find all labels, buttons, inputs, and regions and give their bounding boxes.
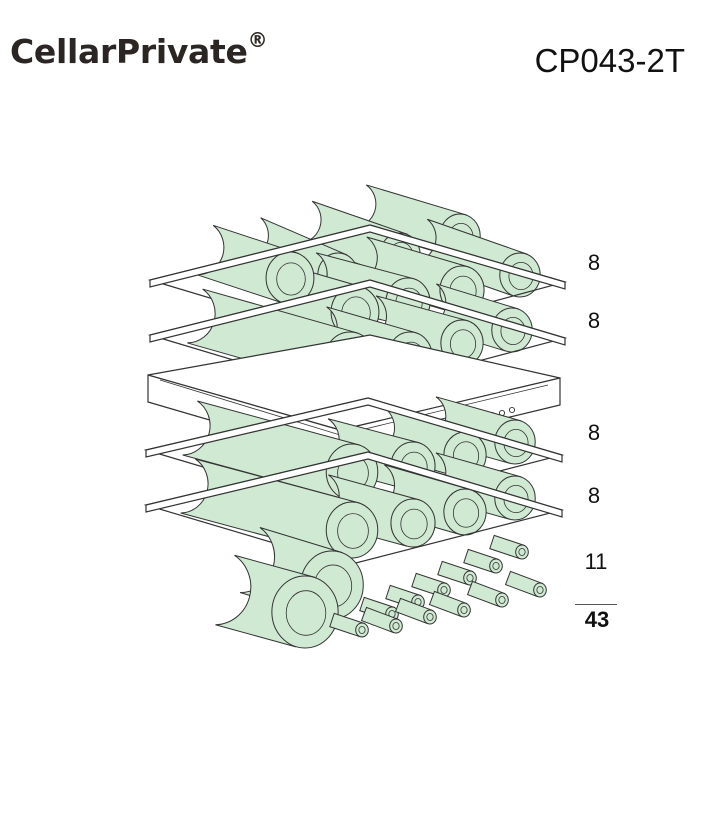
shelf-row-4 (143, 451, 565, 566)
row-4-count: 8 (587, 483, 601, 508)
wine-bottle-neck (428, 590, 471, 618)
wine-bottle-neck (437, 560, 477, 586)
brand-name: CellarPrivate (10, 32, 248, 71)
row-5-count: 11 (584, 549, 608, 574)
shelf-edge (149, 224, 566, 290)
brand-logo: CellarPrivate® (10, 28, 268, 71)
wine-bottle-neck (360, 606, 403, 634)
row-1-count: 8 (587, 250, 601, 275)
model-number: CP043-2T (534, 42, 685, 79)
row-3-count: 8 (587, 420, 601, 445)
total-count: 43 (584, 607, 610, 632)
shelf-edge (149, 279, 566, 346)
registered-mark: ® (247, 28, 268, 52)
wine-bottle-neck (463, 548, 503, 574)
wine-bottle-neck (394, 597, 437, 625)
wine-bottle-neck (329, 612, 369, 638)
total-divider (575, 604, 617, 605)
control-button (508, 406, 516, 414)
wine-bottle-neck (504, 570, 547, 598)
shelf-edge (145, 397, 563, 463)
shelf-edge (145, 451, 563, 518)
shelf-row-5-base (215, 526, 547, 649)
wine-bottle (215, 554, 339, 649)
row-2-count: 8 (587, 308, 601, 333)
wine-bottle-neck (489, 534, 529, 560)
wine-bottle-neck (466, 580, 509, 608)
